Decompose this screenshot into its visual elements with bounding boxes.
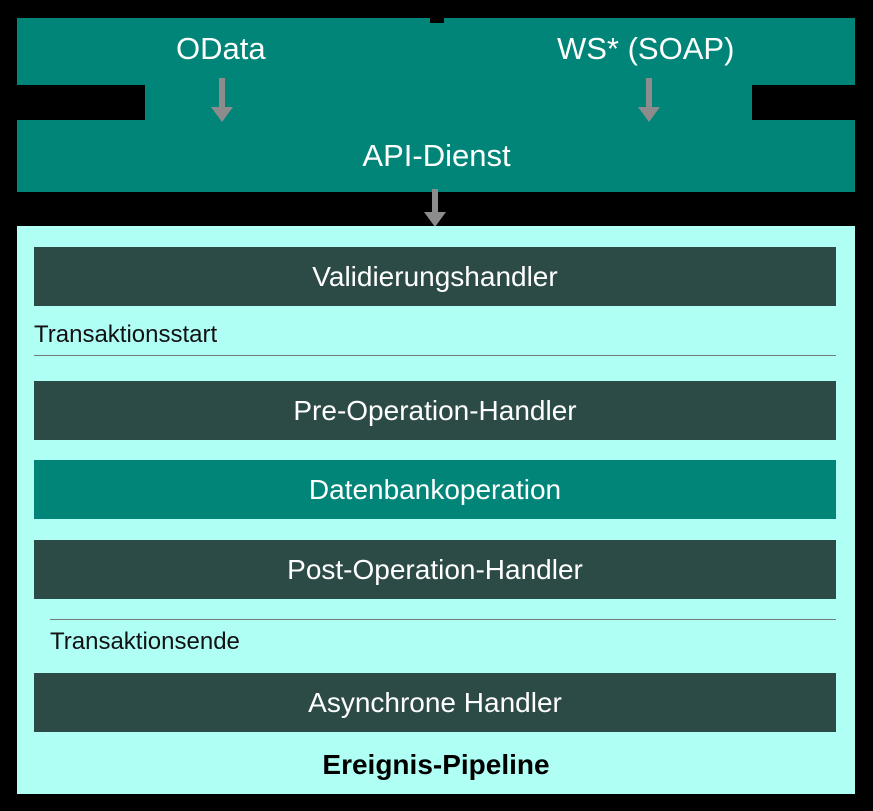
arrow-down-icon-api-to-pipeline [424, 189, 446, 227]
pipeline-title: Ereignis-Pipeline [322, 749, 550, 780]
pipeline-stage-label: Asynchrone Handler [308, 686, 562, 718]
api-service-label: API-Dienst [362, 138, 511, 173]
band-notch-top [430, 14, 444, 23]
band-notch-right [752, 85, 855, 120]
transaction-start-label: Transaktionsstart [34, 321, 218, 348]
arrow-down-icon-soap [638, 78, 660, 122]
transaction-end-rule [50, 619, 836, 620]
band-notch-left [17, 85, 145, 120]
event-pipeline-container: Validierungshandler Transaktionsstart Pr… [17, 226, 855, 794]
pipeline-stage-label: Datenbankoperation [308, 473, 562, 505]
arrow-down-icon-odata [211, 78, 233, 122]
transaction-end-label: Transaktionsende [50, 628, 240, 655]
pipeline-stage-label: Validierungshandler [312, 260, 558, 292]
transaction-start-rule [34, 355, 836, 356]
protocol-label-soap: WS* (SOAP) [557, 31, 735, 66]
pipeline-stage-async[interactable]: Asynchrone Handler [34, 673, 836, 732]
pipeline-stage-database-operation[interactable]: Datenbankoperation [34, 460, 836, 519]
pipeline-stage-label: Pre-Operation-Handler [293, 394, 577, 426]
protocol-band [17, 18, 855, 120]
pipeline-stage-pre-operation[interactable]: Pre-Operation-Handler [34, 381, 836, 440]
pipeline-stage-post-operation[interactable]: Post-Operation-Handler [34, 540, 836, 599]
pipeline-stage-label: Post-Operation-Handler [287, 553, 583, 585]
protocol-label-odata: OData [176, 31, 266, 66]
pipeline-stage-validation[interactable]: Validierungshandler [34, 247, 836, 306]
api-service-band [17, 120, 855, 192]
